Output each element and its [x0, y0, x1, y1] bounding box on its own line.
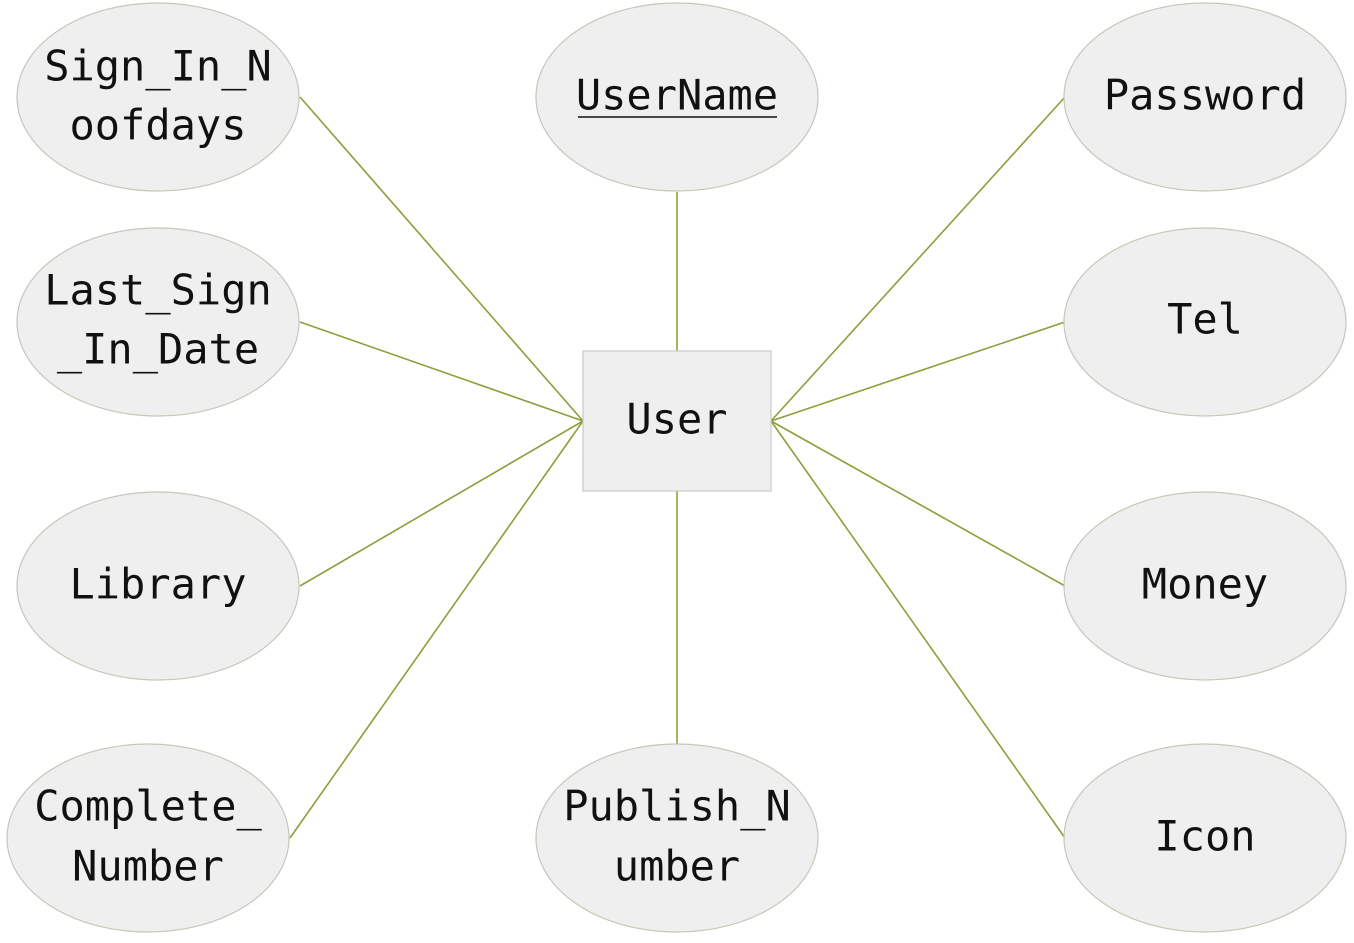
attribute-ellipse: [16, 227, 300, 417]
connector-password: [770, 96, 1066, 422]
attribute-username: UserName: [535, 2, 819, 192]
attribute-ellipse: [1063, 491, 1347, 681]
attribute-label-line1: Last_Sign: [44, 266, 272, 315]
attribute-ellipse: [535, 2, 819, 192]
attribute-last-sign-in-date: Last_Sign _In_Date: [16, 227, 300, 417]
attribute-label-line1: Money: [1142, 560, 1268, 609]
attribute-label-line1: Password: [1104, 71, 1306, 120]
attribute-ellipse: [1063, 743, 1347, 933]
attribute-label-line1: Icon: [1154, 812, 1255, 861]
attribute-ellipse: [16, 491, 300, 681]
entity-box: [582, 350, 772, 492]
attribute-label-line1: Publish_N: [563, 782, 791, 831]
connector-complete-number: [289, 420, 584, 839]
attribute-password: Password: [1063, 2, 1347, 192]
attribute-label-line2: oofdays: [69, 101, 246, 150]
attribute-ellipse: [16, 2, 300, 192]
attribute-label-line1: Library: [69, 560, 246, 609]
entity-user: User: [582, 350, 772, 492]
attribute-money: Money: [1063, 491, 1347, 681]
entity-label: User: [626, 395, 727, 444]
connector-library: [299, 420, 584, 587]
attribute-library: Library: [16, 491, 300, 681]
attribute-label-line1: Sign_In_N: [44, 42, 272, 91]
attribute-label-line2: Number: [72, 842, 224, 891]
attribute-ellipse: [6, 743, 290, 933]
connector-last-sign-in-date: [299, 321, 584, 422]
attribute-publish-number: Publish_N umber: [535, 743, 819, 933]
attribute-ellipse: [1063, 227, 1347, 417]
attribute-label-line2: _In_Date: [57, 325, 259, 374]
connector-sign-in-noofdays: [299, 96, 584, 422]
attribute-ellipse: [535, 743, 819, 933]
attribute-sign-in-noofdays: Sign_In_N oofdays: [16, 2, 300, 192]
connector-money: [770, 420, 1066, 587]
attribute-icon: Icon: [1063, 743, 1347, 933]
attribute-label-line2: umber: [614, 842, 740, 891]
attribute-tel: Tel: [1063, 227, 1347, 417]
connectors: [289, 96, 1066, 839]
attribute-label-line1: Tel: [1167, 295, 1243, 344]
attribute-ellipse: [1063, 2, 1347, 192]
connector-icon: [770, 420, 1066, 839]
attribute-label-line1: Complete_: [34, 782, 262, 831]
primary-key-label: UserName: [576, 71, 778, 120]
attribute-complete-number: Complete_ Number: [6, 743, 290, 933]
connector-tel: [770, 321, 1066, 422]
